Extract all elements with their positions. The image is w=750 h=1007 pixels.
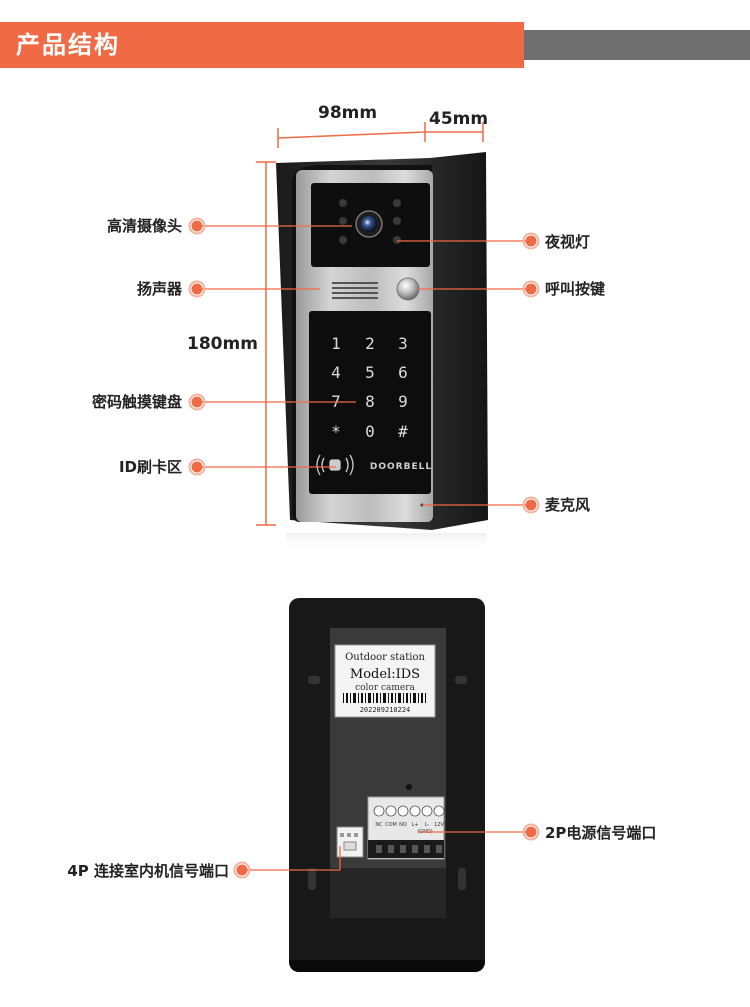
keypad-key[interactable]: 1 [331,334,341,353]
keypad-key[interactable]: 5 [365,363,375,382]
terminal-label: L- [425,822,430,828]
terminal-label: L+ [412,822,419,828]
keypad-key[interactable]: 8 [365,392,375,411]
callout-lines [197,225,531,871]
sticker-line3: color camera [355,683,415,693]
callout-dot-halos [188,217,540,879]
label-call-button: 呼叫按键 [545,280,606,298]
label-speaker: 扬声器 [136,280,182,298]
dimension-depth: 45mm [429,109,489,129]
terminal-label: COM [385,822,397,828]
sticker-serial: 202209210224 [360,706,411,714]
header-gray-strip [524,30,750,60]
label-keypad: 密码触摸键盘 [91,393,182,411]
sticker-line1: Outdoor station [345,652,425,663]
dimension-height: 180mm [187,334,258,354]
keypad-key[interactable]: * [331,422,341,441]
callout-dots [191,220,537,876]
dimension-lines [256,122,484,526]
barcode [343,693,426,703]
dimension-width: 98mm [318,103,378,123]
terminal-label: NO [399,822,407,828]
camera-lens-icon [361,216,377,232]
back-device: Outdoor station Model:IDS color camera 2… [289,598,485,972]
keypad-key[interactable]: # [398,422,408,441]
header-bar [0,22,524,68]
keypad-key[interactable]: 2 [365,334,375,353]
model-sticker [334,644,436,718]
page-title: 产品结构 [16,31,120,59]
label-indoor-port: 4P 连接室内机信号端口 [67,862,229,880]
speaker-grille [332,282,378,299]
brand-logo: DOORBELL [370,462,432,472]
keypad-panel [309,311,431,494]
label-id-card: ID刷卡区 [118,458,182,476]
terminal-screws [373,805,445,817]
keypad-key[interactable]: 4 [331,363,341,382]
label-night-light: 夜视灯 [545,233,591,251]
keypad-key[interactable]: 9 [398,392,408,411]
keypad-key[interactable]: 0 [365,422,375,441]
label-microphone: 麦克风 [545,496,591,514]
keypad-key[interactable]: 6 [398,363,408,382]
terminal-label: 12V [434,822,444,828]
call-button-icon [396,277,420,301]
keypad-key[interactable]: 3 [398,334,408,353]
label-camera: 高清摄像头 [106,217,182,235]
terminal-label: NC [375,822,383,828]
label-power-port: 2P电源信号端口 [545,824,657,842]
sticker-line2: Model:IDS [350,667,420,682]
terminal-pins [376,845,442,853]
